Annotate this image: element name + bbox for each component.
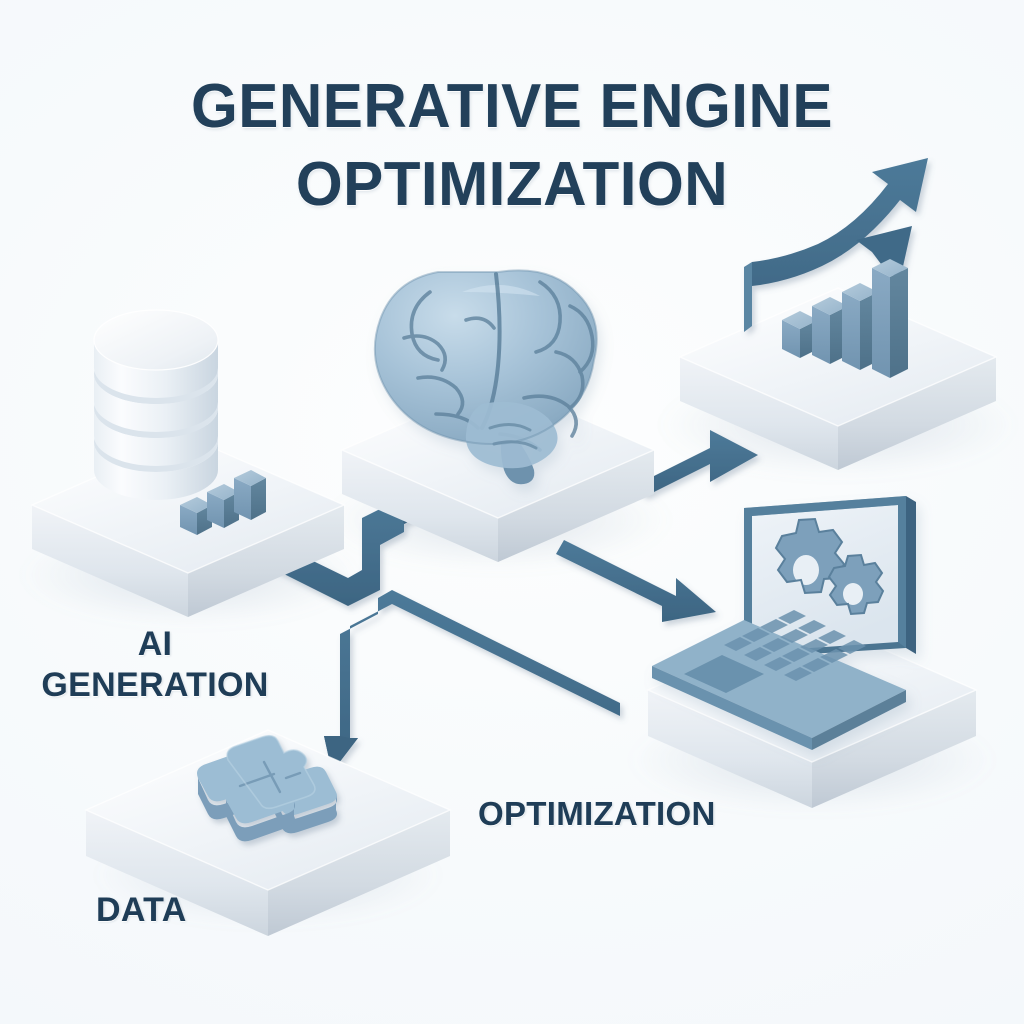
- brain-platform[interactable]: [340, 269, 656, 562]
- gear-icon: [774, 517, 885, 616]
- connector-arrows: [256, 430, 758, 772]
- laptop-platform[interactable]: [646, 496, 978, 808]
- growth-arrow-bar-chart-icon: [744, 158, 928, 378]
- puzzle-piece-icon: [197, 734, 337, 842]
- brain-to-laptop-arrow: [556, 540, 716, 622]
- puzzle-platform[interactable]: [84, 729, 452, 936]
- bar-chart-icon: [180, 470, 266, 535]
- database-platform[interactable]: [30, 309, 346, 617]
- trunk-to-puzzle-arrow: [324, 590, 620, 772]
- database-cylinder-icon: [93, 309, 219, 500]
- growth-chart-platform[interactable]: [678, 158, 998, 470]
- laptop-gears-icon: [652, 496, 916, 750]
- brain-to-growth-arrow: [632, 430, 758, 496]
- brain-icon: [373, 269, 598, 485]
